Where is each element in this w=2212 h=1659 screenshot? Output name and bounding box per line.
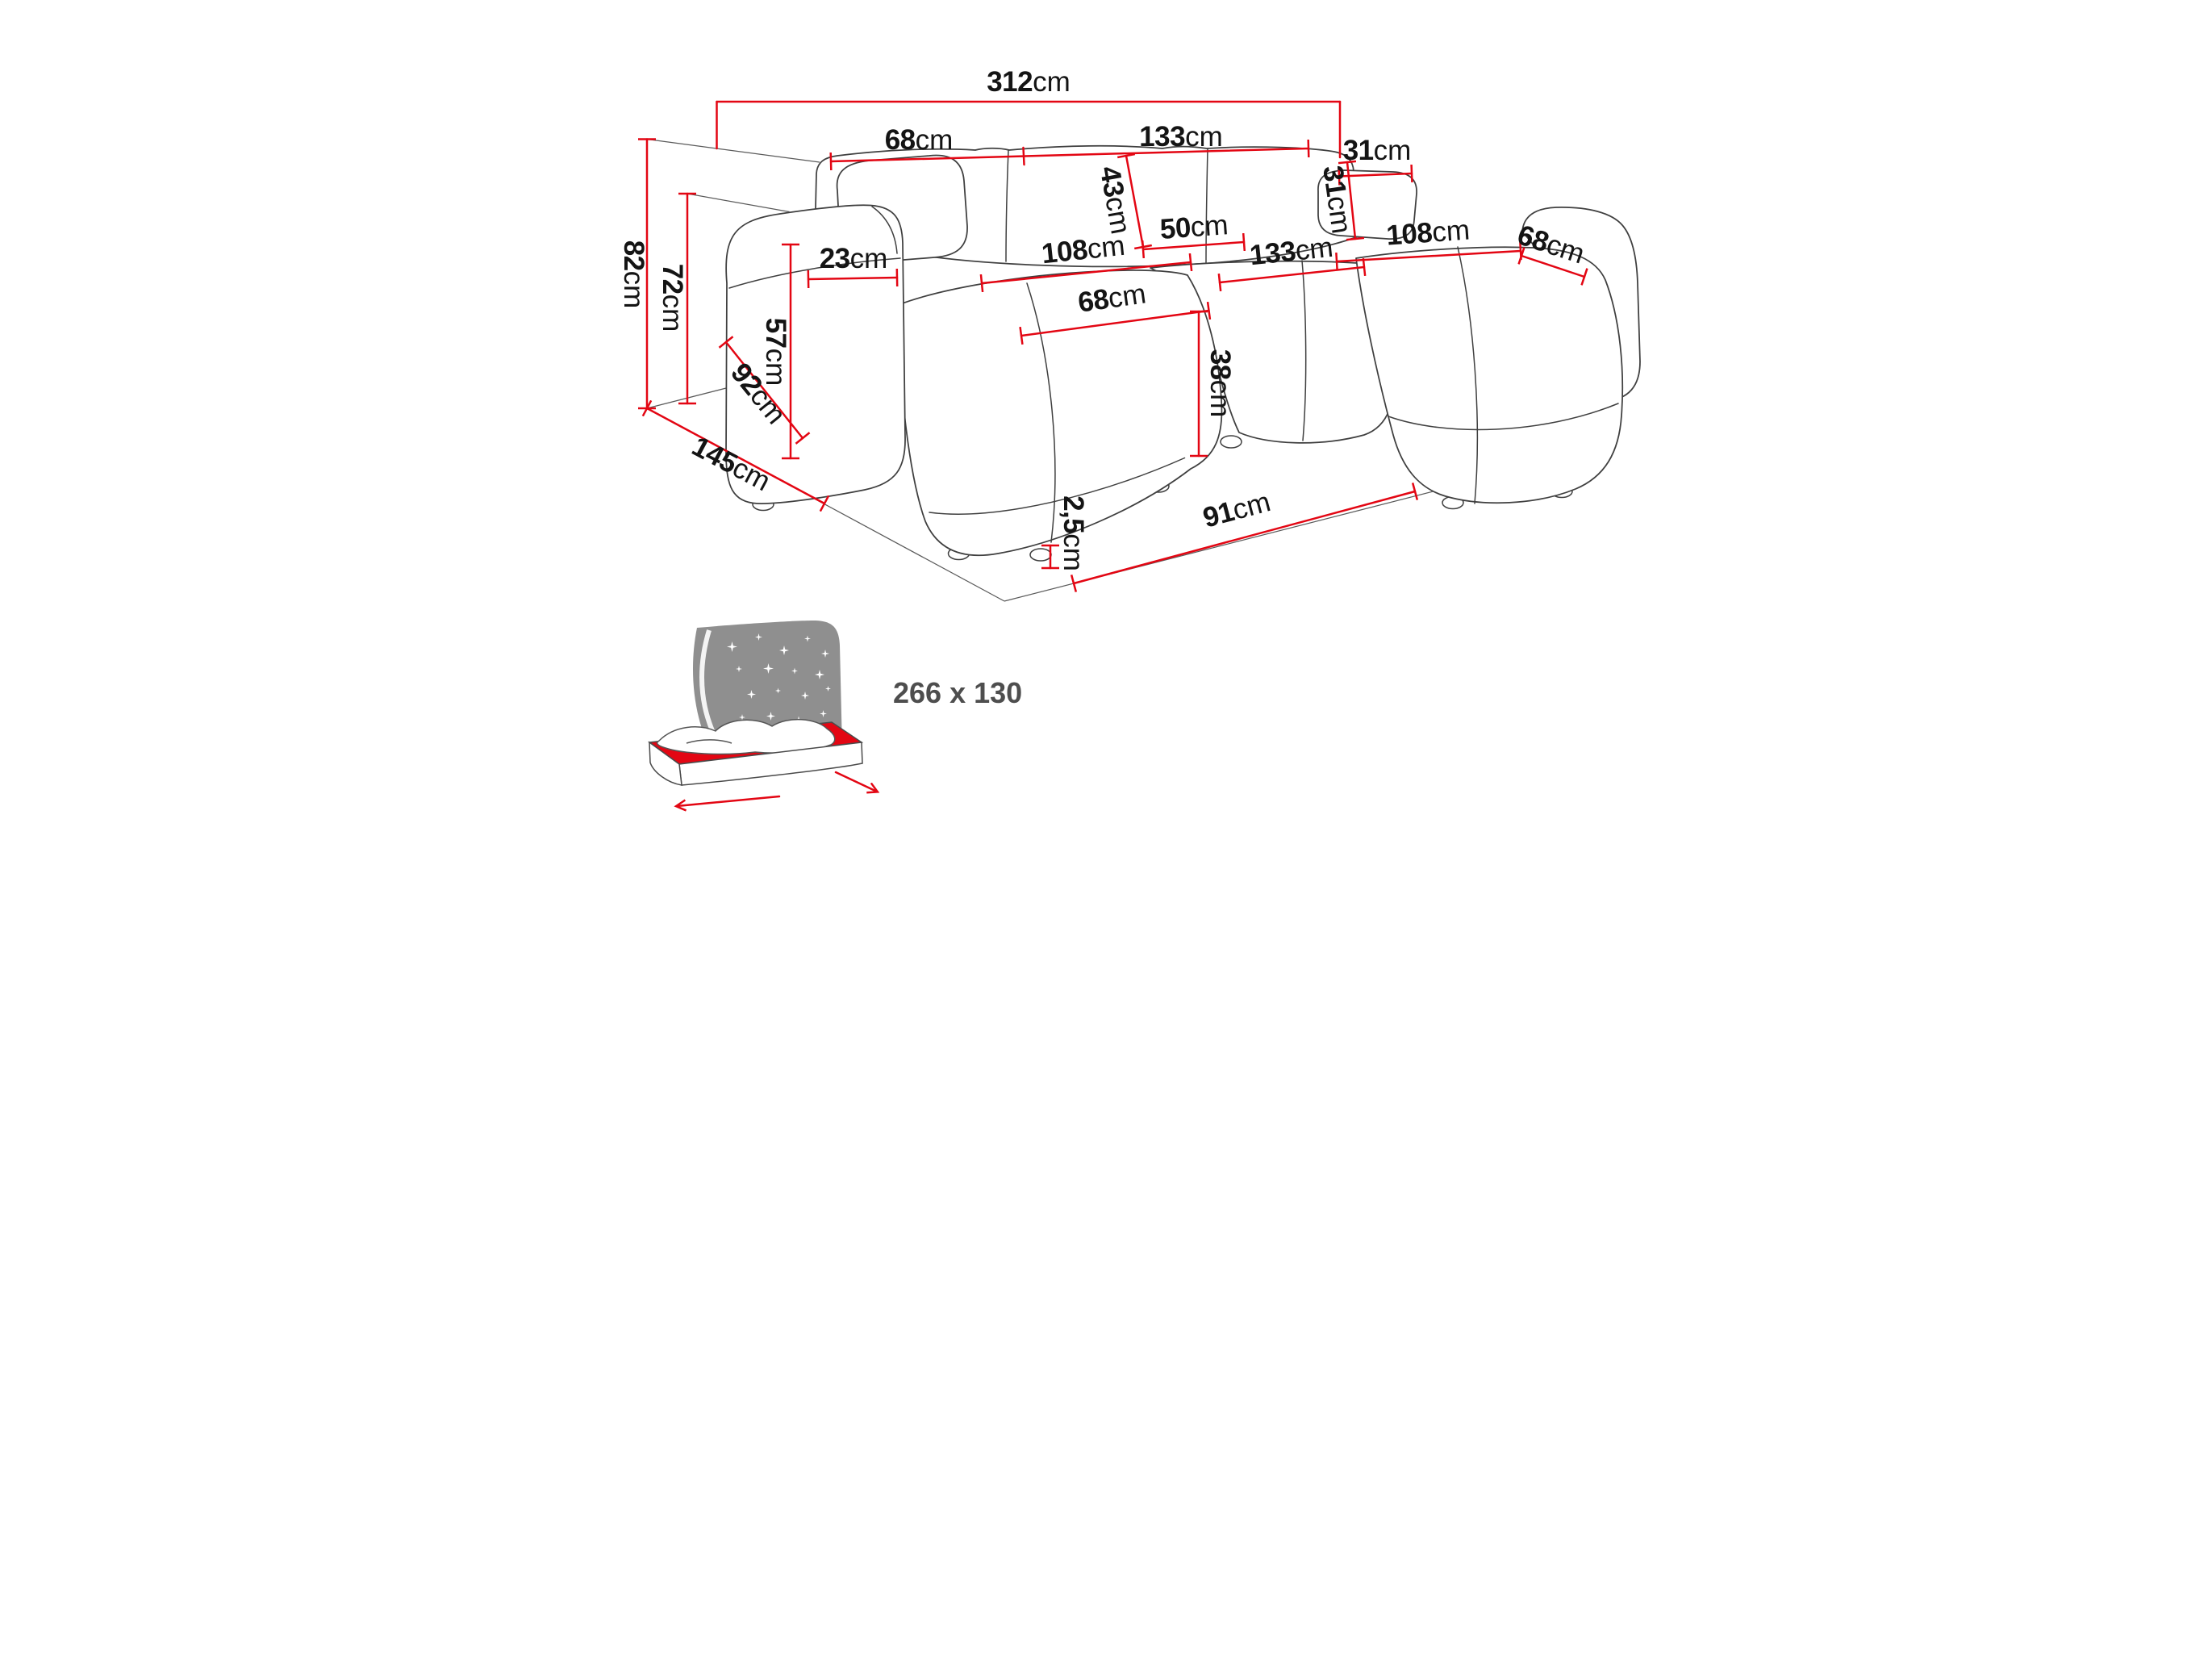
left-armrest-top-seam (728, 257, 901, 289)
dim-back-pillow-height-label: 31cm (1317, 164, 1357, 236)
dim-seat-depth-mid-label: 50cm (1158, 209, 1229, 245)
dim-chaise-right-length: 108cm (1334, 214, 1522, 271)
diagram-canvas: 312cm 68cm 133cm 31cm 43cm 31cm 50cm 108… (553, 0, 1659, 830)
dim-back-cushion-height-label: 43cm (1093, 164, 1136, 236)
dim-seat-height-label: 38cm (1204, 349, 1236, 418)
dim-armrest-top-height: 72cm (657, 192, 696, 405)
sleeping-area-label: 266 x 130 (893, 676, 1022, 709)
dim-chaise-right-length-label: 108cm (1385, 214, 1471, 251)
dim-armrest-top-height-label: 72cm (657, 264, 688, 332)
extension-lines (646, 138, 820, 213)
dim-back-cushion-height: 43cm (1093, 153, 1152, 250)
right-chaise-front-seam (1387, 403, 1619, 431)
right-chaise-groove (1456, 246, 1478, 504)
dim-armrest-width: 23cm (807, 243, 898, 289)
dim-seat-mid-width-label: 133cm (1248, 232, 1334, 272)
sofa-dimension-diagram: 312cm 68cm 133cm 31cm 43cm 31cm 50cm 108… (553, 0, 1659, 830)
dim-back-cushion-left-label: 68cm (884, 124, 953, 156)
dim-total-height-label: 82cm (618, 240, 649, 309)
sleeper-function-icon (647, 621, 877, 806)
mattress-left (648, 741, 682, 786)
dim-chaise-left-length-label: 108cm (1040, 230, 1126, 270)
unfold-arrow-left (677, 795, 780, 806)
dim-backrest-widths: 68cm 133cm (828, 121, 1310, 171)
dim-total-height: 82cm (618, 138, 656, 410)
dim-base-depth-label: 91cm (1200, 486, 1274, 534)
dim-seat-depth-mid: 50cm (1141, 209, 1246, 259)
duvet-fold (686, 739, 732, 744)
dim-total-width: 312cm (715, 66, 1341, 159)
dim-seat-mid-width: 133cm (1217, 232, 1366, 292)
dim-back-cushion-mid-label: 133cm (1139, 121, 1223, 153)
dim-seat-height: 38cm (1189, 310, 1236, 458)
dim-total-width-label: 312cm (987, 66, 1071, 98)
duvet (656, 718, 835, 755)
dim-chaise-left-width-label: 68cm (1075, 278, 1147, 318)
sofa-drawing (724, 144, 1641, 557)
left-chaise-front-seam (928, 457, 1185, 515)
dim-armrest-width-label: 23cm (819, 243, 887, 274)
dim-armrest-height-label: 57cm (760, 318, 791, 387)
mattress-front (678, 742, 863, 786)
dim-chaise-left-length: 108cm (979, 230, 1192, 293)
unfold-arrow-right (834, 771, 877, 792)
left-armrest-edge-seam (870, 206, 898, 254)
dim-back-pillow-height: 31cm (1317, 160, 1364, 241)
right-chaise (1354, 246, 1623, 504)
dim-back-pillow-width-label: 31cm (1342, 135, 1411, 166)
dim-leg-height-label: 2,5cm (1058, 495, 1089, 571)
dim-chaise-left-width: 68cm (1018, 278, 1211, 345)
